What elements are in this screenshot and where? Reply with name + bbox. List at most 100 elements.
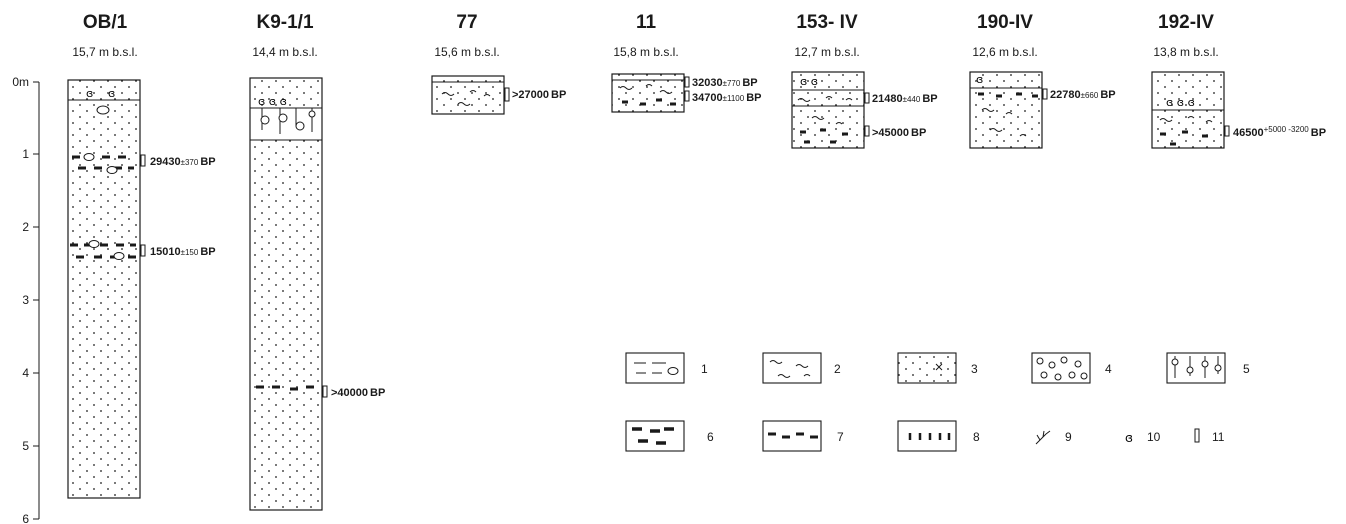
date-error: +5000 -3200 [1264, 125, 1310, 134]
date-value: >45000 [872, 127, 909, 139]
plant-remains-icon [1035, 430, 1051, 445]
date-error: ±440 [903, 95, 921, 104]
legend-label: 7 [837, 430, 844, 444]
organic-band-1 [72, 153, 134, 174]
legend-label: 2 [834, 362, 841, 376]
profile-title: 153- IV [796, 12, 858, 33]
date-value: 32030 [692, 77, 723, 89]
legend-label: 9 [1065, 430, 1072, 444]
date-unit: BP [742, 77, 757, 89]
legend-item-5: 5 [1166, 352, 1250, 384]
legend-item-11: 11 [1194, 428, 1225, 444]
date-error: ±1100 [723, 94, 745, 103]
legend-label: 3 [971, 362, 978, 376]
date-unit: BP [922, 93, 937, 105]
shell-symbols: ɞ ɞ ɞ [258, 95, 287, 108]
date-unit: BP [746, 92, 761, 104]
profile-elevation: 15,8 m b.s.l. [613, 45, 678, 59]
profile-elevation: 12,7 m b.s.l. [794, 45, 859, 59]
svg-text:ɞ: ɞ [86, 87, 93, 100]
legend-label: 4 [1105, 362, 1112, 376]
legend-label: 6 [707, 430, 714, 444]
shell-symbols: ɞ [976, 73, 983, 86]
date-value: >40000 [331, 387, 368, 399]
date-marker-icon [1194, 428, 1200, 443]
legend-item-7: 7 [762, 420, 844, 452]
shell-icon: ɞ [1125, 431, 1133, 445]
profile-title: 11 [636, 12, 657, 33]
date-error: ±660 [1081, 91, 1099, 100]
profile-elevation: 14,4 m b.s.l. [252, 45, 317, 59]
silt-marks [441, 90, 491, 106]
organic-band [256, 385, 314, 391]
profile-title: 77 [456, 12, 477, 33]
profile-title: 190-IV [977, 12, 1033, 33]
depth-tick-4: 4 [22, 366, 39, 380]
date-unit: BP [200, 156, 215, 168]
depth-tick-6: 6 [22, 512, 39, 524]
depth-label-1: 1 [22, 147, 29, 161]
legend-item-3: 3 [897, 352, 978, 384]
legend-label: 1 [701, 362, 708, 376]
date-unit: BP [1100, 89, 1115, 101]
depth-tick-0: 0m [12, 75, 39, 89]
depth-tick-3: 3 [22, 293, 39, 307]
legend: 1 2 3 4 5 [625, 352, 1250, 452]
legend-item-2: 2 [762, 352, 841, 384]
depth-tick-5: 5 [22, 439, 39, 453]
legend-item-4: 4 [1031, 352, 1112, 384]
legend-label: 5 [1243, 362, 1250, 376]
date-unit: BP [911, 127, 926, 139]
date-error: ±770 [723, 79, 741, 88]
profile-title: 192-IV [1158, 12, 1214, 33]
profile-elevation: 13,8 m b.s.l. [1153, 45, 1218, 59]
date-value: 21480 [872, 93, 903, 105]
depth-label-2: 2 [22, 220, 29, 234]
date-value: 22780 [1050, 89, 1081, 101]
legend-item-1: 1 [625, 352, 708, 384]
depth-label-6: 6 [22, 512, 29, 524]
legend-item-8: 8 [897, 420, 980, 452]
profile-column [791, 71, 865, 149]
legend-label: 8 [973, 430, 980, 444]
legend-label: 10 [1147, 430, 1161, 444]
profile-column [67, 79, 141, 499]
depth-tick-1: 1 [22, 147, 39, 161]
date-error: ±370 [181, 158, 199, 167]
root-traces [260, 108, 316, 134]
depth-tick-2: 2 [22, 220, 39, 234]
legend-item-9: 9 [1035, 430, 1072, 445]
profile-title: K9-1/1 [256, 12, 313, 33]
date-value: 15010 [150, 246, 181, 258]
date-unit: BP [551, 89, 566, 101]
svg-text:ɞ: ɞ [108, 87, 115, 100]
shell-symbols: ɞ ɞ [800, 75, 818, 88]
depth-label-4: 4 [22, 366, 29, 380]
legend-item-6: 6 [625, 420, 714, 452]
date-value: 46500 [1233, 127, 1264, 139]
organic-band-2 [70, 240, 136, 260]
legend-item-10: ɞ 10 [1125, 430, 1161, 445]
date-error: ±150 [181, 248, 199, 257]
profile-title: OB/1 [83, 12, 128, 33]
